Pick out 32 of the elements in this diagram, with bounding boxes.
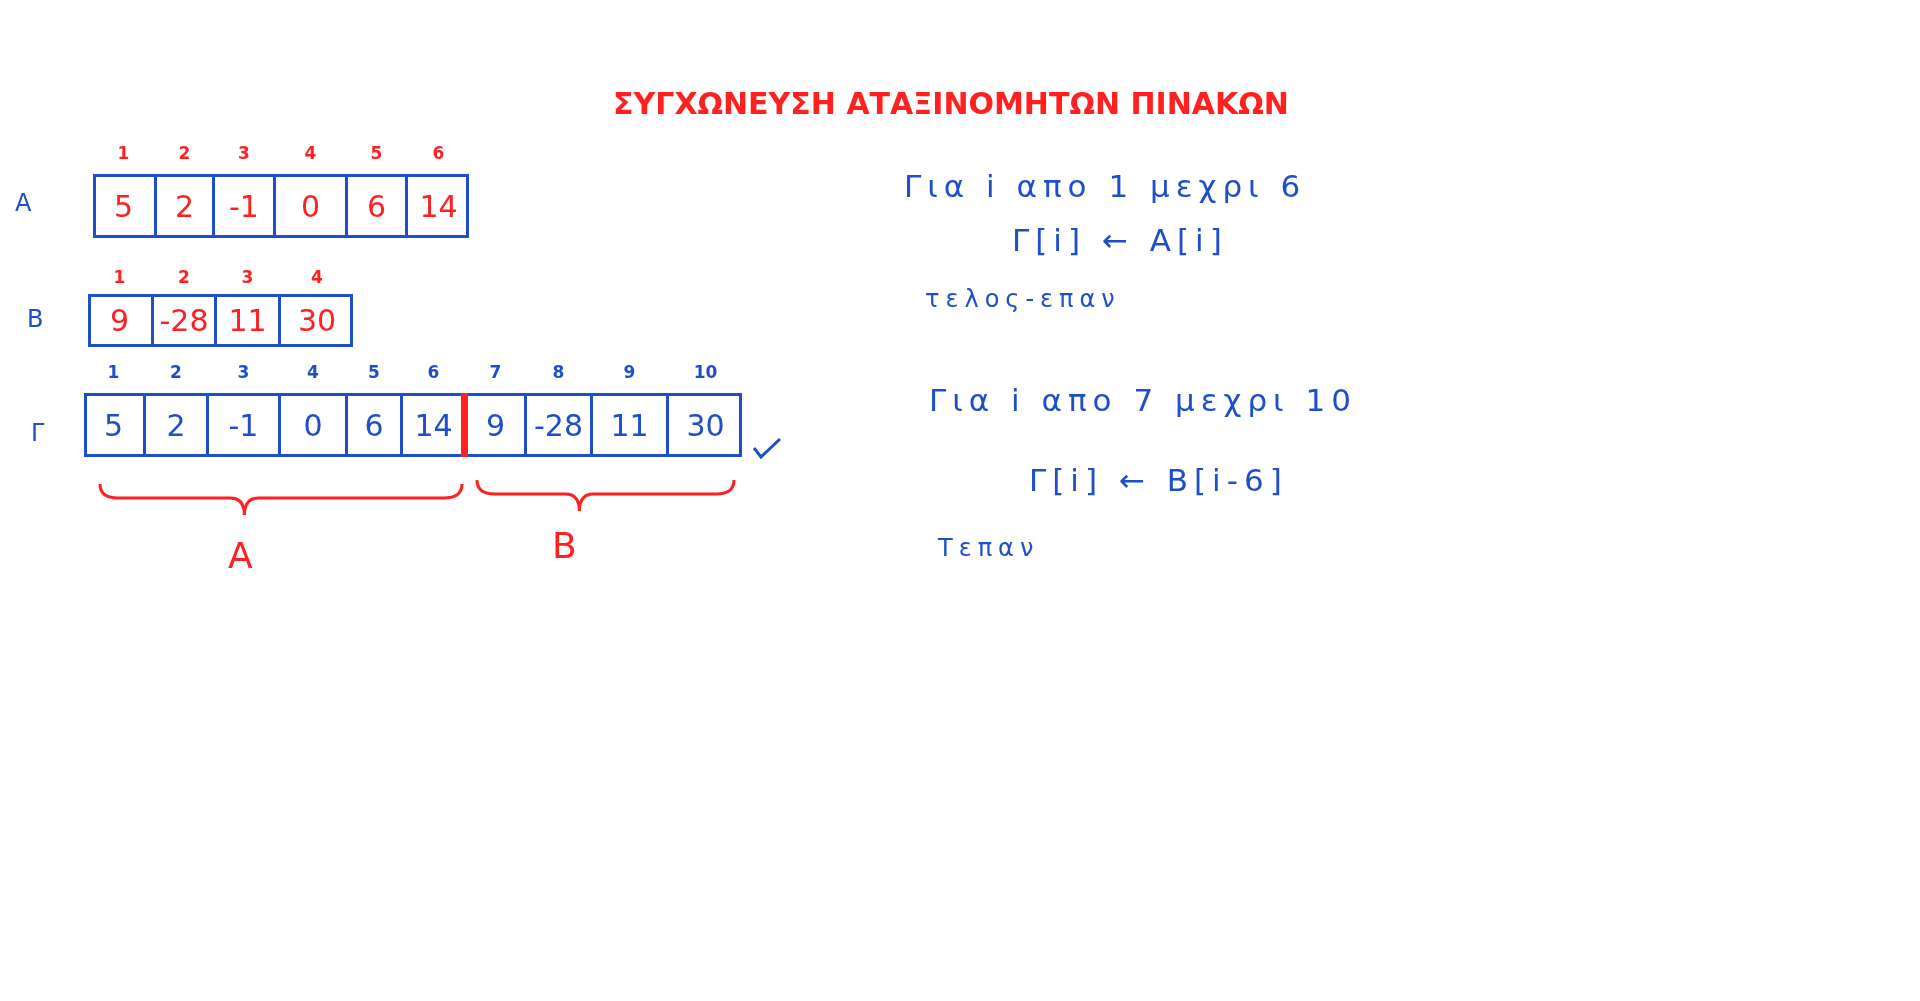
index-number: 3 [241, 267, 254, 287]
index-number: 3 [238, 143, 250, 163]
index-number: 1 [113, 267, 126, 287]
index-number: 5 [370, 143, 383, 163]
index-number: 3 [237, 362, 250, 382]
index-number: 8 [552, 362, 565, 382]
index-number: 2 [178, 143, 191, 163]
brace-label: B [552, 525, 583, 566]
index-number: 5 [368, 362, 380, 382]
index-number: 2 [178, 267, 190, 287]
index-number: 1 [107, 362, 120, 382]
code-line: Τεπαν [938, 534, 1040, 562]
index-number: 10 [693, 362, 718, 382]
index-number: 7 [489, 362, 502, 382]
index-number: 6 [432, 143, 445, 163]
index-number: 9 [623, 362, 636, 382]
code-line: Γ[i] ← B[i-6] [1029, 462, 1288, 498]
code-line: Για i απο 7 μεχρι 10 [929, 382, 1357, 418]
index-number: 1 [117, 143, 130, 163]
code-line: τελος-επαν [925, 285, 1121, 313]
code-line: Γ[i] ← A[i] [1012, 222, 1228, 258]
title: ΣΥΓΧΩΝΕΥΣΗ ΑΤΑΞΙΝΟΜΗΤΩΝ ΠΙΝΑΚΩΝ [612, 86, 1290, 121]
index-number: 4 [307, 362, 319, 382]
index-number: 6 [427, 362, 440, 382]
array-name: Γ [31, 419, 45, 447]
index-number: 2 [170, 362, 182, 382]
brace-label: A [228, 535, 259, 576]
array-name: B [27, 305, 44, 333]
array-name: A [15, 189, 32, 217]
index-number: 4 [311, 267, 323, 287]
index-number: 4 [304, 143, 317, 163]
code-line: Για i απο 1 μεχρι 6 [904, 168, 1307, 204]
